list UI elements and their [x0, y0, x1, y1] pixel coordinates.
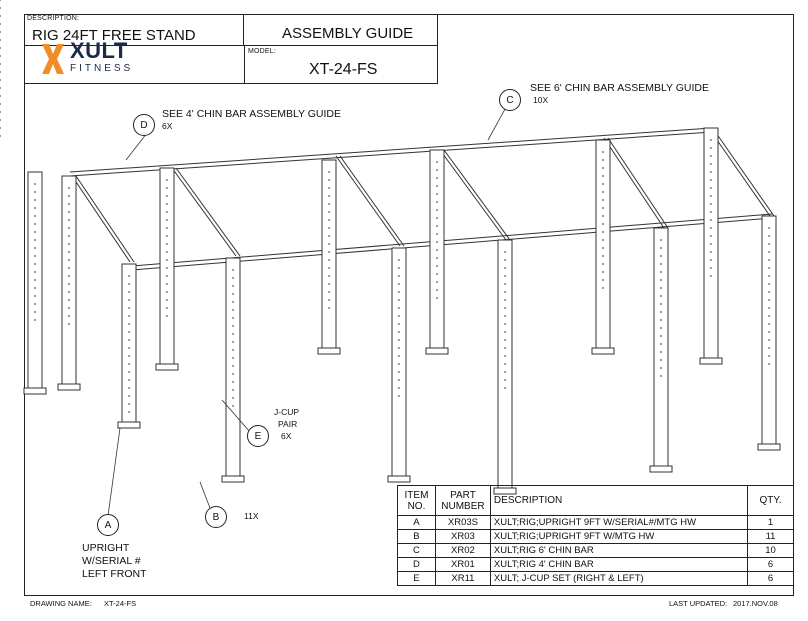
logo-wordmark: XULT: [70, 38, 128, 63]
bom-item: C: [397, 543, 436, 558]
bom-qty: 1: [747, 515, 794, 530]
bom-part: XR03: [434, 529, 491, 544]
bom-description: XULT;RIG 6' CHIN BAR: [489, 543, 749, 558]
bom-item: E: [397, 571, 436, 586]
logo-subtext: FITNESS: [70, 63, 134, 74]
bom-qty: 11: [747, 529, 794, 544]
callout-a-line3: LEFT FRONT: [82, 568, 147, 580]
callout-d-qty: 6X: [162, 121, 173, 131]
bom-item: A: [397, 515, 436, 530]
bom-header-qty: QTY.: [747, 485, 794, 516]
bom-item: B: [397, 529, 436, 544]
description-label: DESCRIPTION:: [27, 15, 80, 22]
bom-item: D: [397, 557, 436, 572]
bom-description: XULT;RIG;UPRIGHT 9FT W/MTG HW: [489, 529, 749, 544]
drawing-name-label: DRAWING NAME:: [30, 599, 92, 608]
bom-part: XR03S: [434, 515, 491, 530]
drawing-name-value: XT-24-FS: [104, 599, 137, 608]
last-updated-value: 2017.NOV.08: [733, 599, 778, 608]
title-block: DESCRIPTION: RIG 24FT FREE STAND ASSEMBL…: [24, 14, 438, 84]
last-updated-label: LAST UPDATED:: [669, 599, 728, 608]
bom-qty: 10: [747, 543, 794, 558]
guide-title: ASSEMBLY GUIDE: [282, 25, 414, 42]
table-row: B XR03 XULT;RIG;UPRIGHT 9FT W/MTG HW 11: [397, 529, 794, 544]
balloon-a: A: [97, 514, 119, 536]
table-row: C XR02 XULT;RIG 6' CHIN BAR 10: [397, 543, 794, 558]
table-row: D XR01 XULT;RIG 4' CHIN BAR 6: [397, 557, 794, 572]
balloon-d: D: [133, 114, 155, 136]
callout-a-line1: UPRIGHT: [82, 542, 130, 554]
bom-qty: 6: [747, 557, 794, 572]
bom-header-description: DESCRIPTION: [489, 485, 749, 516]
balloon-e: E: [247, 425, 269, 447]
table-row: E XR11 XULT; J-CUP SET (RIGHT & LEFT) 6: [397, 571, 794, 586]
description-cell: DESCRIPTION: RIG 24FT FREE STAND: [24, 14, 244, 46]
bom-description: XULT;RIG;UPRIGHT 9FT W/SERIAL#/MTG HW: [489, 515, 749, 530]
callout-a-line2: W/SERIAL #: [82, 555, 141, 567]
bom-part: XR02: [434, 543, 491, 558]
xult-logo-icon: [42, 44, 64, 74]
balloon-b: B: [205, 506, 227, 528]
model-value: XT-24-FS: [309, 61, 378, 78]
callout-e-qty: 6X: [281, 431, 292, 441]
guide-title-cell: ASSEMBLY GUIDE: [244, 14, 438, 46]
callout-e-line1: J-CUP: [274, 407, 300, 417]
callout-d-text: SEE 4' CHIN BAR ASSEMBLY GUIDE: [162, 108, 342, 120]
bom-description: XULT; J-CUP SET (RIGHT & LEFT): [489, 571, 749, 586]
model-label: MODEL:: [248, 48, 277, 55]
sheet-border: [24, 14, 794, 596]
bom-qty: 6: [747, 571, 794, 586]
callout-b-qty: 11X: [244, 511, 259, 521]
description-value: RIG 24FT FREE STAND: [32, 27, 196, 44]
bom-part: XR11: [434, 571, 491, 586]
table-row: A XR03S XULT;RIG;UPRIGHT 9FT W/SERIAL#/M…: [397, 515, 794, 530]
bom-part: XR01: [434, 557, 491, 572]
callout-e-line2: PAIR: [278, 419, 298, 429]
bom-description: XULT;RIG 4' CHIN BAR: [489, 557, 749, 572]
balloon-c: C: [499, 89, 521, 111]
model-cell: MODEL: XT-24-FS: [244, 46, 438, 84]
callout-c-text: SEE 6' CHIN BAR ASSEMBLY GUIDE: [530, 82, 710, 94]
callout-c-qty: 10X: [533, 95, 549, 105]
